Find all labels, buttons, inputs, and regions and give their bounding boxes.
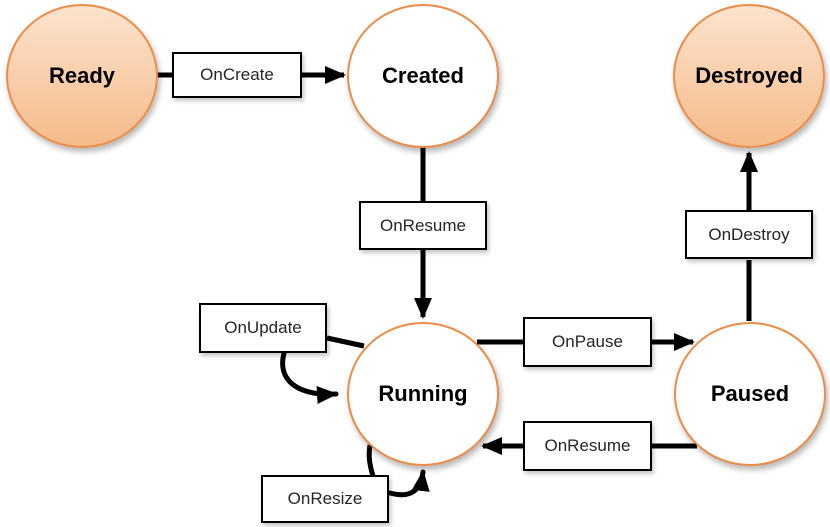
arrow-onresize-loop-to-running (387, 469, 430, 498)
transition-label-ondestroy: OnDestroy (708, 224, 790, 244)
transition-box-onresume-top: OnResume (359, 201, 487, 250)
transition-label-onpause: OnPause (552, 332, 623, 351)
state-node-paused: Paused (674, 322, 826, 466)
line-running-to-onupdate (326, 335, 365, 349)
state-node-destroyed: Destroyed (673, 4, 825, 148)
transition-box-onresize: OnResize (261, 475, 389, 523)
transition-label-onresize: OnResize (287, 489, 363, 508)
state-label-created: Created (382, 63, 464, 88)
transition-label-onresume-bottom: OnResume (544, 436, 631, 455)
transition-label-oncreate: OnCreate (200, 65, 274, 84)
state-label-paused: Paused (710, 381, 790, 406)
state-label-running: Running (378, 381, 468, 406)
transition-box-onupdate: OnUpdate (199, 303, 327, 353)
transition-label-onupdate: OnUpdate (224, 318, 302, 337)
arrow-onupdate-loop-to-running (280, 350, 339, 404)
transition-box-ondestroy: OnDestroy (685, 210, 813, 259)
transition-box-oncreate: OnCreate (172, 52, 302, 98)
state-node-ready: Ready (6, 4, 158, 148)
transition-box-onpause: OnPause (523, 317, 652, 367)
state-label-ready: Ready (48, 63, 116, 88)
line-running-to-onresize (366, 444, 376, 477)
transition-box-onresume-bottom: OnResume (523, 421, 652, 471)
state-label-destroyed: Destroyed (695, 63, 803, 88)
state-node-running: Running (347, 322, 499, 466)
transition-label-onresume-top: OnResume (380, 215, 466, 235)
state-node-created: Created (347, 4, 499, 148)
